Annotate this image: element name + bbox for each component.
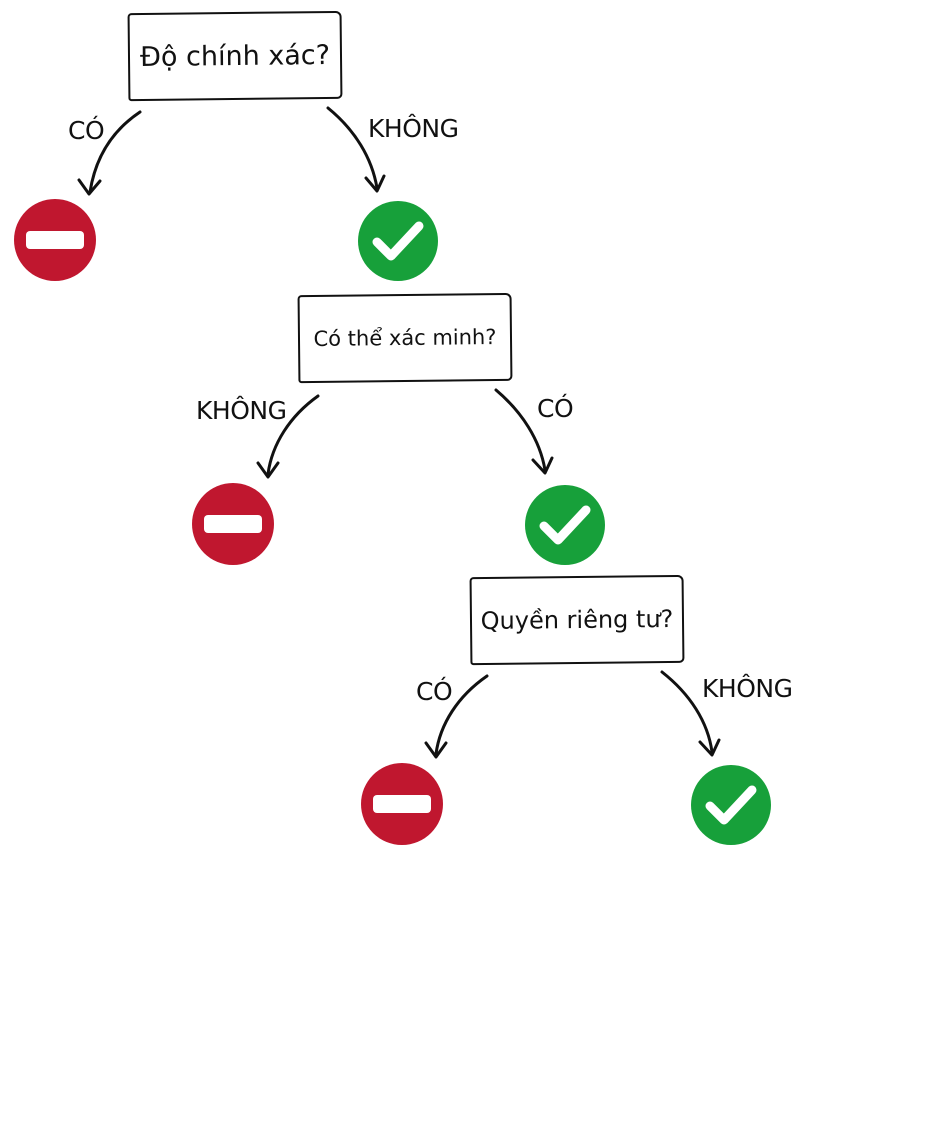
branch-accuracy-no: KHÔNG [368, 114, 459, 143]
arrow-verifiable-no [266, 394, 320, 476]
arrow-accuracy-no [326, 106, 379, 190]
arrow-privacy-no [660, 670, 714, 754]
arrow-verifiable-yes [494, 388, 547, 472]
branch-privacy-no: KHÔNG [702, 674, 793, 703]
branch-verifiable-no: KHÔNG [196, 396, 287, 425]
arrow-accuracy-yes [88, 110, 142, 194]
decision-accuracy-label: Độ chính xác? [139, 39, 331, 73]
check-icon [691, 765, 771, 845]
branch-accuracy-yes: CÓ [68, 116, 105, 145]
decision-privacy: Quyền riêng tư? [469, 574, 685, 666]
arrow-privacy-yes [434, 674, 489, 756]
check-icon [525, 485, 605, 565]
decision-accuracy: Độ chính xác? [127, 10, 343, 102]
decision-verifiable-label: Có thể xác minh? [313, 325, 497, 351]
no-entry-icon [361, 763, 443, 845]
no-entry-icon [192, 483, 274, 565]
branch-privacy-yes: CÓ [416, 677, 453, 706]
decision-verifiable: Có thể xác minh? [297, 292, 513, 384]
decision-privacy-label: Quyền riêng tư? [480, 604, 674, 636]
branch-verifiable-yes: CÓ [537, 394, 574, 423]
no-entry-icon [14, 199, 96, 281]
check-icon [358, 201, 438, 281]
